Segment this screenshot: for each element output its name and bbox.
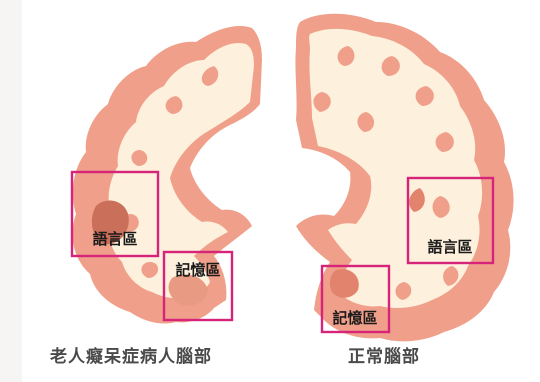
right-language-label: 語言區 <box>427 238 472 256</box>
alzheimer-brain-caption: 老人癡呆症病人腦部 <box>50 342 212 367</box>
left-language-label: 語言區 <box>92 230 137 248</box>
normal-brain-caption: 正常腦部 <box>348 342 420 367</box>
left-memory-label: 記憶區 <box>175 261 220 279</box>
alzheimer-brain <box>72 26 262 324</box>
page-edge <box>0 0 22 382</box>
right-memory-label: 記憶區 <box>332 309 377 327</box>
